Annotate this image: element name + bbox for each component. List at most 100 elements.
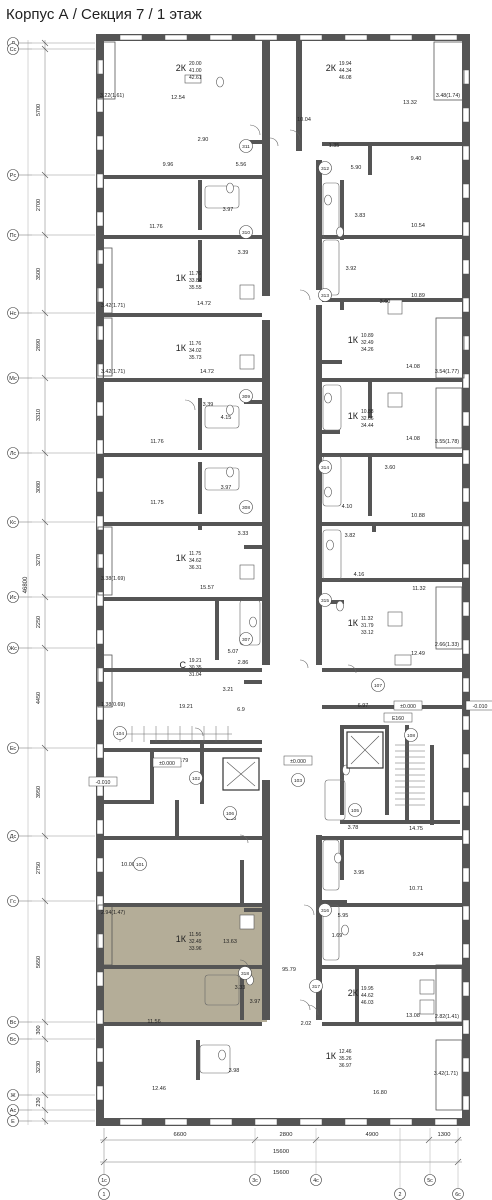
toilet [226, 182, 234, 194]
bathtub [204, 467, 240, 491]
room-number: 313 [321, 293, 329, 299]
room-area: 1.35 [329, 143, 340, 149]
wall [104, 748, 152, 752]
balcony-area: 1.38(0.69) [101, 702, 125, 708]
dim-left: 3310 [36, 409, 42, 421]
room-number: 307 [242, 637, 250, 643]
room-area: 16.80 [373, 1090, 387, 1096]
axis-label-left: Ис [10, 595, 17, 601]
balcony-area: 3.22(1.61) [100, 93, 124, 99]
stove [239, 914, 255, 930]
dim-left: 300 [36, 1025, 42, 1034]
wall [340, 300, 344, 310]
door-swing [299, 659, 309, 669]
bathtub [324, 779, 346, 821]
room-area: 10.71 [409, 886, 423, 892]
window [254, 34, 278, 41]
room-number-bubble [318, 288, 332, 302]
room-number: 102 [192, 776, 200, 782]
dim-tick [41, 518, 49, 526]
room-area: 3.39 [203, 402, 214, 408]
room-area: 9.79 [178, 758, 189, 764]
window [96, 705, 104, 721]
dim-tick [41, 897, 49, 905]
dim-tick [41, 449, 49, 457]
axis-label-bottom: 4с [313, 1178, 319, 1184]
bathtub [322, 839, 340, 891]
room-number: 311 [242, 144, 250, 150]
wall [104, 1022, 262, 1026]
door-swing [184, 399, 196, 411]
window [462, 107, 470, 123]
window [164, 1118, 188, 1126]
axis-label-bottom: 3с [252, 1178, 258, 1184]
window [96, 211, 104, 227]
door-swing [249, 124, 261, 136]
room-area: 5.90 [351, 165, 362, 171]
room-area: 13.32 [403, 100, 417, 106]
apartment-area: 33.84 [189, 278, 202, 284]
wall [322, 430, 340, 434]
room-number-bubble [404, 728, 418, 742]
room-number-bubble [371, 678, 385, 692]
wall [200, 744, 204, 804]
stove [239, 354, 255, 370]
wall [104, 597, 262, 601]
window [209, 1118, 233, 1126]
axis-label-left: Ж [10, 1093, 15, 1099]
room-area: 11.56 [147, 1019, 160, 1025]
room-area: 10.04 [297, 117, 311, 123]
axis-label-left: Кс [10, 520, 16, 526]
window [96, 97, 104, 113]
window [344, 1118, 368, 1126]
balcony [97, 526, 113, 596]
window [462, 829, 470, 845]
wall [340, 725, 385, 729]
wall [104, 235, 262, 239]
dim-tick [41, 1091, 49, 1099]
apartment-area: 11.56 [189, 932, 201, 938]
room-area: 13.63 [223, 939, 237, 945]
apartment-type: 2К [176, 63, 187, 73]
toilet [226, 404, 234, 416]
wall [104, 965, 262, 969]
door-swing [269, 137, 279, 147]
window [96, 477, 104, 493]
dim-left: 2750 [36, 862, 42, 874]
room-area: 10.00 [121, 862, 135, 868]
apartment-type: 1К [326, 1051, 337, 1061]
balcony [435, 1039, 463, 1111]
balcony [435, 317, 465, 379]
apartment-area: 41.00 [189, 68, 202, 74]
level-mark-box [283, 755, 313, 766]
balcony-area: 3.42(1.71) [101, 369, 125, 375]
wall [316, 160, 322, 290]
wall [198, 522, 202, 530]
bathtub [322, 455, 342, 507]
bathtub [322, 904, 340, 961]
window [96, 743, 104, 759]
wall [462, 34, 470, 1126]
window [462, 639, 470, 655]
room-number-bubble [239, 225, 253, 239]
window [96, 59, 104, 75]
room-area: 3.83 [355, 213, 366, 219]
wall [104, 903, 262, 907]
axis-label-left: Лс [10, 451, 17, 457]
dim-tick [41, 171, 49, 179]
wall [198, 180, 202, 230]
room-area: 3.97 [223, 207, 234, 213]
level-mark-box [465, 700, 492, 711]
toilet [324, 194, 332, 206]
room-area: 6.9 [237, 707, 245, 713]
wall [322, 668, 462, 672]
room-number: 105 [351, 808, 359, 814]
dim-bottom: 6600 [174, 1132, 187, 1138]
apartment-type: 1К [348, 618, 359, 628]
room-number-bubble [189, 771, 203, 785]
level-mark: ±0.000 [290, 759, 306, 765]
apartment-area: 19.94 [339, 61, 352, 67]
dim-tick [41, 39, 49, 47]
apartment-area: 32.49 [189, 939, 202, 945]
